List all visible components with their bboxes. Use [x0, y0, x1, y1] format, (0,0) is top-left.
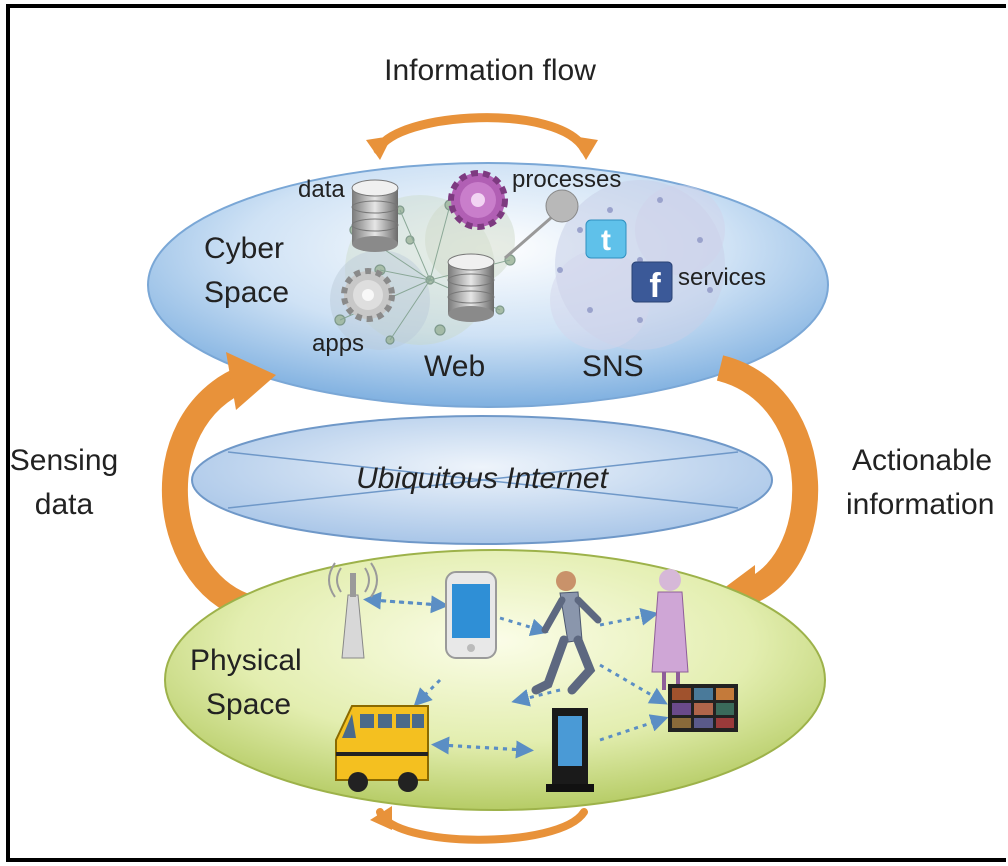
information-flow-arrowhead-right — [572, 136, 598, 160]
actionable-information-arrow — [716, 355, 819, 608]
ubiquitous-internet-label: Ubiquitous Internet — [356, 462, 608, 495]
sensing-data-label-line1: Sensing — [9, 444, 119, 477]
services-label: services — [678, 264, 767, 291]
internet-cross-line — [227, 451, 739, 509]
video-wall-icon — [668, 684, 738, 732]
data-label: data — [298, 176, 345, 203]
physical-space-title-line2: Space — [206, 688, 292, 721]
cyber-space-title-line1: Cyber — [204, 232, 285, 265]
information-flow-arrowhead-left — [366, 136, 392, 160]
runner-icon — [531, 571, 602, 695]
gear-icon — [448, 170, 508, 230]
device-connectors — [363, 591, 669, 759]
twitter-icon: t — [585, 219, 627, 259]
smartphone-icon — [445, 571, 497, 659]
kiosk-icon — [546, 708, 594, 792]
process-node — [545, 189, 579, 223]
person-icon — [651, 569, 689, 690]
apps-label: apps — [312, 330, 365, 357]
database-icon — [351, 179, 399, 252]
information-flow-arrow — [373, 113, 590, 155]
physical-flow-arrowhead — [370, 806, 392, 830]
physical-space-title-line1: Physical — [190, 644, 302, 677]
sensing-data-label-line2: data — [34, 488, 94, 521]
facebook-icon: f — [631, 261, 673, 305]
physical-flow-arrow — [376, 808, 588, 844]
processes-label: processes — [512, 166, 622, 193]
svg-text:t: t — [601, 224, 611, 257]
web-label: Web — [424, 350, 486, 383]
information-flow-label: Information flow — [384, 54, 596, 87]
svg-text:f: f — [649, 267, 661, 305]
database-icon — [447, 253, 495, 322]
school-bus-icon — [335, 705, 429, 792]
sensing-data-arrow — [161, 365, 262, 623]
sensing-arrowhead — [226, 352, 276, 410]
actionable-information-label-line1: Actionable — [852, 444, 993, 477]
actionable-information-label-line2: information — [846, 488, 995, 521]
cyber-space-title-line2: Space — [204, 276, 290, 309]
cell-tower-icon — [328, 562, 378, 659]
gear-icon — [341, 268, 395, 322]
diagram-frame — [6, 4, 1006, 862]
sns-label: SNS — [582, 350, 644, 383]
